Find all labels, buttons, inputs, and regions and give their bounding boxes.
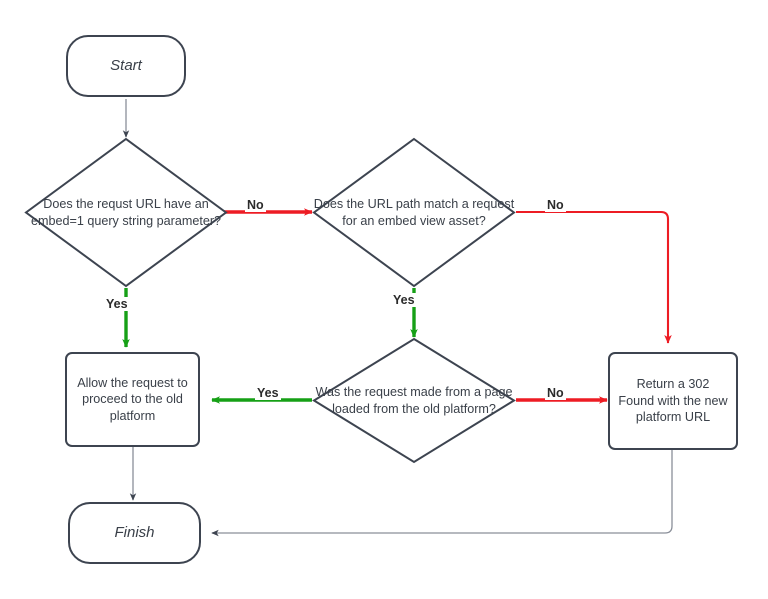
edge-label-d3-no: No bbox=[545, 386, 566, 400]
node-decision-embed-param-label: Does the requst URL have an embed=1 quer… bbox=[30, 197, 222, 228]
node-process-allow-old-platform[interactable]: Allow the request to proceed to the old … bbox=[65, 352, 200, 447]
diamond-shape-3 bbox=[312, 337, 516, 464]
node-start-label: Start bbox=[110, 56, 142, 74]
edge-302-to-finish bbox=[211, 450, 673, 537]
edge-label-d2-yes: Yes bbox=[391, 293, 417, 307]
node-finish-label: Finish bbox=[114, 523, 155, 541]
node-decision-embed-asset-label: Does the URL path match a request for an… bbox=[313, 197, 515, 228]
edge-label-d2-no: No bbox=[545, 198, 566, 212]
edge-label-d3-yes: Yes bbox=[255, 386, 281, 400]
node-process-allow-old-platform-label: Allow the request to proceed to the old … bbox=[77, 375, 188, 423]
node-process-return-302-label: Return a 302 Found with the new platform… bbox=[618, 377, 728, 425]
node-start[interactable]: Start bbox=[66, 35, 186, 97]
node-process-return-302[interactable]: Return a 302 Found with the new platform… bbox=[608, 352, 738, 450]
edge-label-d1-no: No bbox=[245, 198, 266, 212]
node-decision-old-platform-page[interactable]: Was the request made from a page loaded … bbox=[312, 337, 516, 464]
node-decision-embed-asset[interactable]: Does the URL path match a request for an… bbox=[312, 137, 516, 288]
edge-label-d1-yes: Yes bbox=[104, 297, 130, 311]
diamond-shape-1 bbox=[24, 137, 228, 288]
diamond-shape-2 bbox=[312, 137, 516, 288]
node-finish[interactable]: Finish bbox=[68, 502, 201, 564]
edge-decision-embed-asset-no bbox=[516, 210, 672, 344]
node-decision-embed-param[interactable]: Does the requst URL have an embed=1 quer… bbox=[24, 137, 228, 288]
node-decision-old-platform-page-label: Was the request made from a page loaded … bbox=[315, 385, 513, 416]
